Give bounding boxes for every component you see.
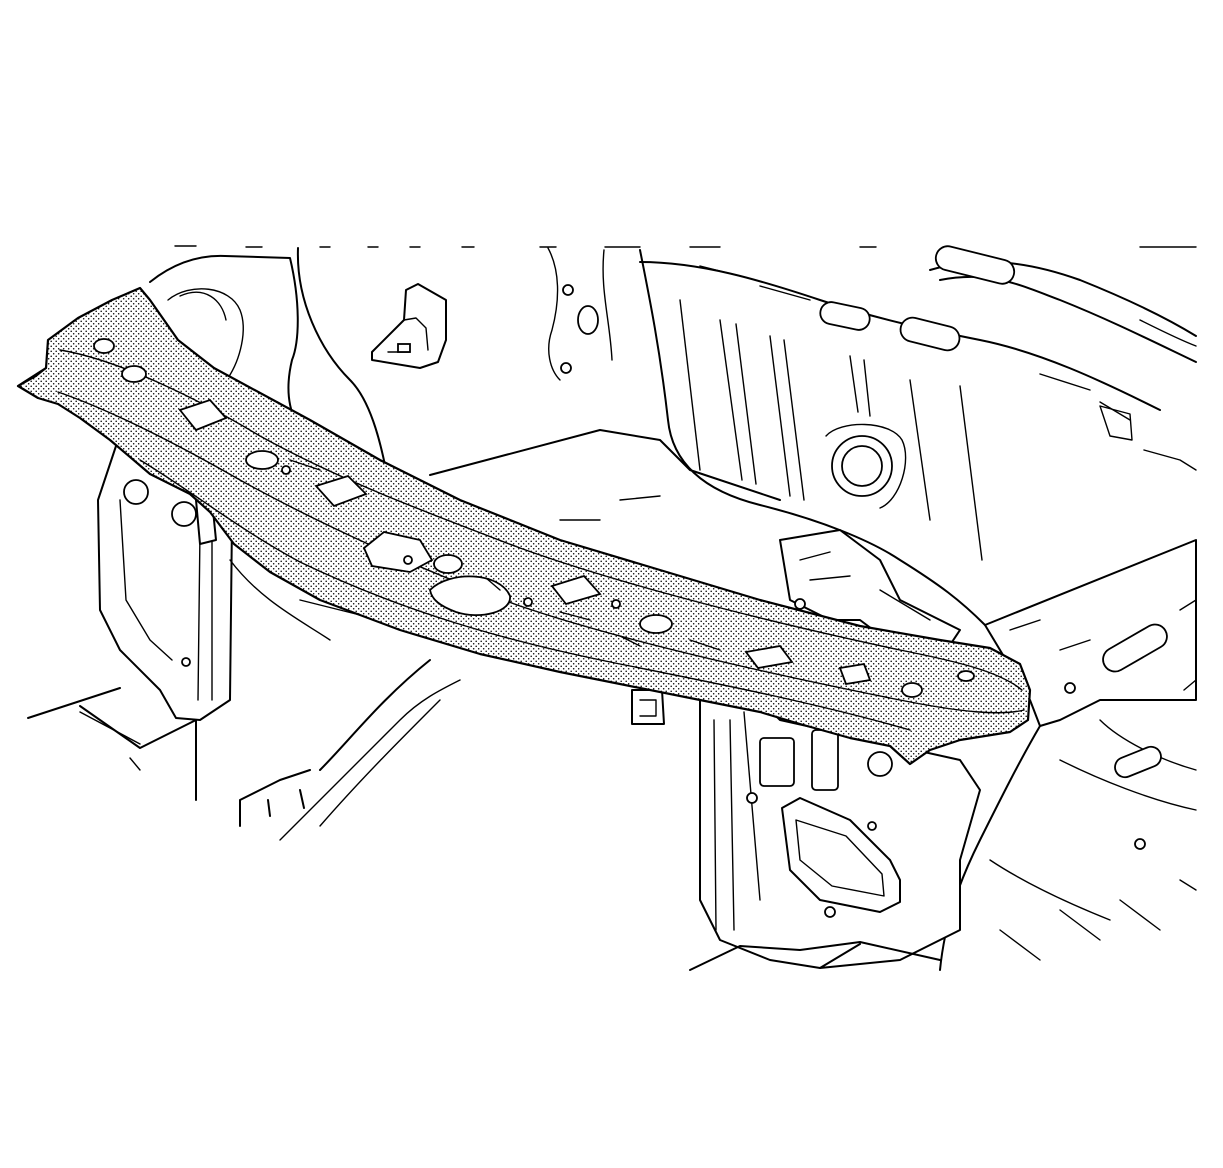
tie-bar-bolt-4 [611, 599, 621, 609]
right-support-base [689, 941, 941, 971]
tie-bar-left-hook [17, 367, 47, 387]
right-support-cutout [781, 797, 901, 913]
left-apron-contour [167, 288, 244, 379]
left-lower-detail [79, 559, 381, 771]
left-lower-structure [27, 687, 197, 801]
right-rail-detail [699, 265, 1197, 421]
strut-tower-boss [825, 423, 907, 509]
lower-slot [1114, 745, 1162, 779]
tie-bar-pocket-1 [362, 531, 434, 573]
left-support-inner [119, 499, 213, 701]
background-body-structure [27, 245, 1197, 971]
top-crop-edge [174, 245, 1197, 248]
tie-bar-pocket-2 [429, 575, 511, 616]
right-support-inner [713, 711, 761, 931]
wheelhouse-rib-3 [769, 335, 805, 501]
tie-bar-mount-right [901, 682, 923, 698]
support-stud [867, 821, 877, 831]
support-bolt-1 [746, 792, 758, 804]
left-inner-fender-curve [279, 679, 461, 841]
left-mount-bracket [371, 283, 447, 369]
right-lower-fringe [999, 879, 1197, 961]
tie-bar-square-2 [314, 474, 368, 508]
tie-bar-hole-3 [433, 554, 463, 574]
tie-bar-hole-5 [957, 670, 975, 682]
lower-bolt [1134, 838, 1146, 850]
center-clip [631, 689, 665, 725]
tie-bar-hole-4 [639, 614, 673, 634]
strut-tower-inner-ring [841, 445, 883, 487]
wheelhouse-rib-4 [849, 355, 871, 417]
bracket-bolt [794, 598, 806, 610]
left-support-bolt [181, 657, 191, 667]
left-support-hole-2 [171, 501, 197, 527]
center-apron-outline [547, 247, 613, 381]
left-apron-inner-line [296, 247, 387, 471]
rail-slot-3 [899, 316, 961, 352]
support-bolt-2 [824, 906, 836, 918]
center-clip-detail [639, 699, 657, 717]
tie-bar-bolt-2 [403, 555, 413, 565]
tie-bar-flange [57, 391, 1025, 714]
tie-bar-mount-left [93, 338, 115, 354]
support-square-hole [759, 737, 795, 787]
wheelhouse-rib-5 [909, 379, 983, 561]
support-slot-hole [811, 729, 839, 791]
upper-tie-bar-body [16, 286, 1032, 766]
apron-hole [577, 305, 599, 335]
right-wheelhouse-outline [639, 249, 986, 626]
support-round-hole [867, 751, 893, 777]
upper-tie-bar [16, 286, 1032, 766]
tie-bar-hole-2 [245, 450, 279, 470]
wheelhouse-rib-2 [719, 319, 757, 485]
rail-slot-2 [819, 301, 871, 331]
tie-bar-bolt-3 [523, 597, 533, 607]
tie-bar-square-5 [838, 662, 872, 686]
frame-rail-detail [1009, 599, 1197, 691]
tie-bar-lower-edge [139, 459, 911, 731]
frame-rail-bolt [1064, 682, 1076, 694]
right-lower-bracket-detail [799, 551, 931, 621]
left-support-hole-1 [123, 479, 149, 505]
engine-bay-floor-edge [429, 429, 781, 501]
bolt-2 [560, 362, 572, 374]
tie-bar-bolt-1 [281, 465, 291, 475]
rail-slot-1 [934, 245, 1016, 285]
tie-bar-square-1 [178, 398, 228, 432]
tie-bar-square-3 [550, 574, 602, 606]
wheelhouse-rib-1 [679, 299, 701, 471]
right-rail-bracket [1099, 405, 1197, 471]
left-apron-contour-2 [179, 291, 227, 321]
left-bracket-slot [397, 343, 411, 353]
bolt-1 [562, 284, 574, 296]
left-inner-fender-lower [239, 659, 431, 827]
frame-rail-slot [1102, 623, 1168, 673]
right-front-frame-rail [984, 539, 1197, 727]
right-upper-rail-lower [939, 275, 1197, 363]
right-support-cutout-inner [795, 819, 885, 897]
right-lower-contour [989, 719, 1197, 921]
tie-bar-hole-1 [121, 365, 147, 383]
tie-bar-emboss [289, 459, 721, 651]
tie-bar-square-4 [744, 645, 794, 669]
